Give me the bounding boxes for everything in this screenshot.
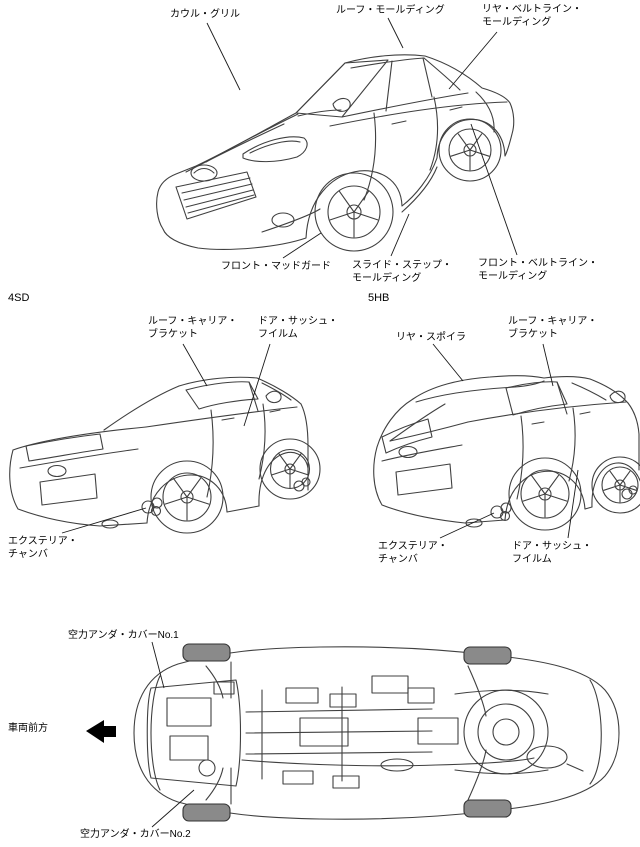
label-front-beltline-molding: フロント・ベルトライン・ モールディング xyxy=(478,258,598,282)
label-vehicle-front: 車両前方 xyxy=(8,723,48,734)
label-rear-beltline-molding: リヤ・ベルトライン・ モールディング xyxy=(482,4,582,28)
label-sedan-roof-carrier-bracket: ルーフ・キャリア・ ブラケット xyxy=(148,316,238,340)
label-front-mudguard: フロント・マッドガード xyxy=(221,261,331,272)
label-roof-molding: ルーフ・モールディング xyxy=(336,5,445,16)
label-sedan-exterior-chamber: エクステリア・ チャンバ xyxy=(8,536,78,560)
leader-front-beltline-molding xyxy=(470,123,518,256)
leader-cowl-grille xyxy=(206,22,241,91)
leader-roof-molding xyxy=(387,17,404,49)
leader-rear-spoiler xyxy=(432,343,464,382)
label-sedan-door-sash-film: ドア・サッシュ・ フイルム xyxy=(258,316,338,340)
sedan-rear-drawing xyxy=(9,376,321,534)
front-sedan-drawing xyxy=(156,54,515,252)
leader-sedan-exterior-chamber xyxy=(61,507,147,534)
underbody-drawing xyxy=(133,643,620,822)
label-hatch-roof-carrier-bracket: ルーフ・キャリア・ ブラケット xyxy=(508,316,598,340)
vehicle-front-arrow-icon xyxy=(86,720,116,743)
leader-sedan-roof-carrier-bracket xyxy=(182,343,208,387)
variant-code-5hb: 5HB xyxy=(368,292,390,304)
label-rear-spoiler: リヤ・スポイラ xyxy=(396,332,466,343)
label-hatch-door-sash-film: ドア・サッシュ・ フイルム xyxy=(512,541,592,565)
leader-under-cover-no1 xyxy=(151,641,165,689)
label-slide-step-molding: スライド・ステップ・ モールディング xyxy=(352,260,452,284)
leader-under-cover-no2 xyxy=(151,789,195,828)
leader-hatch-door-sash-film xyxy=(567,469,579,539)
leader-slide-step-molding xyxy=(390,213,410,257)
leader-front-mudguard xyxy=(282,232,322,259)
label-cowl-grille: カウル・グリル xyxy=(170,9,240,20)
leader-hatch-roof-carrier-bracket xyxy=(542,343,554,387)
label-aero-under-cover-no1: 空力アンダ・カバーNo.1 xyxy=(68,630,179,641)
label-aero-under-cover-no2: 空力アンダ・カバーNo.2 xyxy=(80,829,191,840)
leader-hatch-exterior-chamber xyxy=(439,512,495,539)
leader-sedan-door-sash-film xyxy=(243,343,271,427)
label-hatch-exterior-chamber: エクステリア・ チャンバ xyxy=(378,541,448,565)
hatchback-rear-drawing xyxy=(373,375,640,531)
leader-rear-beltline-molding xyxy=(448,31,498,90)
variant-code-4sd: 4SD xyxy=(8,292,30,304)
